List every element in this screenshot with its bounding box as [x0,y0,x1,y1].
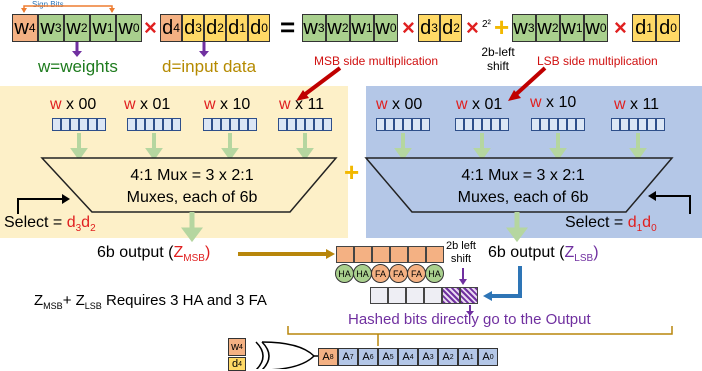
panel-plus-sign: + [344,156,360,187]
mux-left [40,157,338,213]
mux-label: w x 00 [376,96,423,113]
equals-sign: = [280,11,296,42]
mux-label: w x 10 [204,96,251,113]
register-6b [531,118,585,131]
register-6b [611,118,665,131]
lsb-caption: LSB side multiplication [537,54,658,68]
times-sign: × [614,15,627,40]
times-sign: × [144,15,157,40]
mux-right [364,157,674,213]
register-6b [203,118,257,131]
mux-label: w x 11 [614,96,660,113]
register-6b [455,118,509,131]
msb-caption: MSB side multiplication [314,54,439,68]
zlsb-register [370,287,478,304]
requires-text: ZMSB+ ZLSB Requires 3 HA and 3 FA [34,292,267,311]
mux-label: w x 10 [530,94,577,111]
register-6b [278,118,332,131]
sign-bits-bracket [21,5,115,13]
output-msb-label: 6b output (ZMSB) [97,244,211,265]
times-sign: × [466,15,479,40]
mux-label: w x 01 [456,96,503,113]
register-6b [376,118,430,131]
hashed-caption: Hashed bits directly go to the Output [348,311,591,328]
full-adder: FA [371,264,390,283]
register-6b [127,118,181,131]
mux-label: w x 01 [124,96,171,113]
select-left: Select = d3d2 [4,214,96,235]
register-6b [52,118,106,131]
data-caption: d=input data [162,57,257,76]
weights-caption: w=weights [38,57,118,76]
plus-sign: + [494,11,510,42]
sign-bits-label: Sign Bits [32,0,64,9]
times-sign: × [402,15,415,40]
half-adder: HA [425,264,444,283]
shift-factor: 2² [482,19,491,30]
mux-label: w x 00 [50,96,97,113]
output-lsb-label: 6b output (ZLSB) [488,244,599,265]
mux-label: w x 11 [279,96,325,113]
zmsb-register [336,246,444,263]
caption-arrows [72,42,209,57]
select-right: Select = d1d0 [565,214,657,235]
